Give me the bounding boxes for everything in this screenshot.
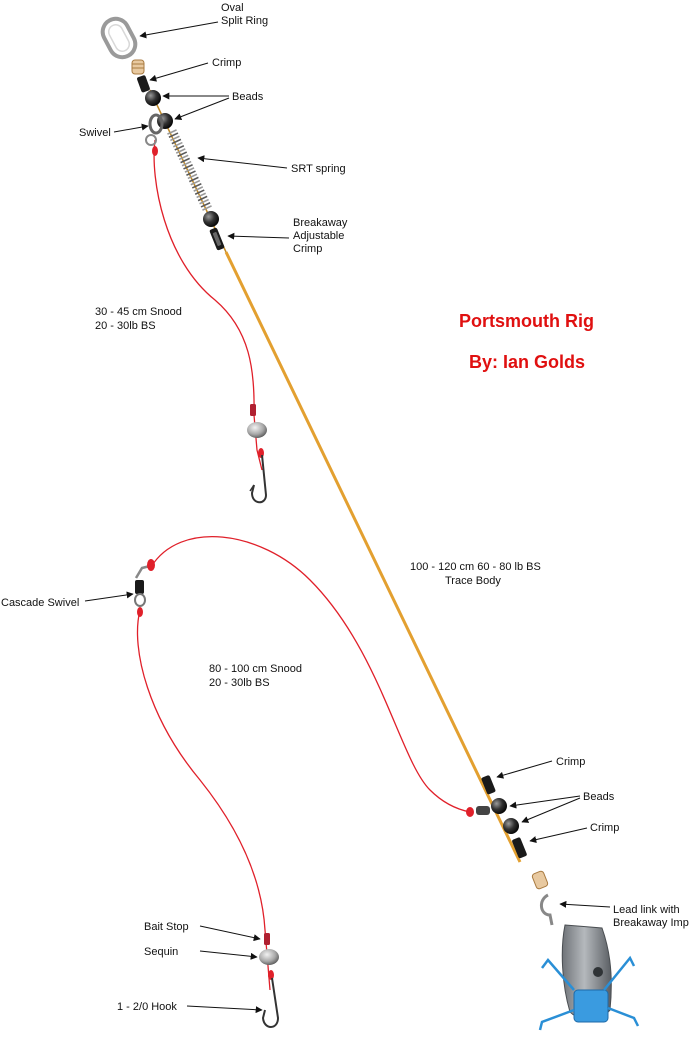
label-hook: 1 - 2/0 Hook bbox=[117, 1001, 177, 1013]
title-line-2: By: Ian Golds bbox=[469, 352, 585, 372]
spring-coil bbox=[175, 148, 186, 154]
spring-coil bbox=[172, 141, 183, 148]
spring-coil bbox=[191, 183, 202, 189]
spring-coil bbox=[194, 189, 205, 195]
sequin-lower bbox=[259, 949, 279, 965]
spring-coil bbox=[200, 202, 211, 208]
spring-coil bbox=[184, 167, 195, 173]
knot-upper bbox=[152, 146, 158, 156]
spring-coil bbox=[170, 135, 180, 142]
knot-hook-lower bbox=[268, 970, 274, 980]
crimp-lower-1 bbox=[481, 775, 496, 795]
label-breakaway-crimp: Breakaway Adjustable Crimp bbox=[293, 217, 350, 255]
spring-coil bbox=[190, 179, 201, 186]
label-oval-split-ring: Oval Split Ring bbox=[221, 2, 268, 27]
lead-link bbox=[540, 893, 554, 926]
label-snood-upper: 30 - 45 cm Snood 20 - 30lb BS bbox=[95, 306, 185, 332]
lower-snood-line bbox=[150, 536, 471, 813]
label-swivel: Swivel bbox=[79, 127, 111, 139]
spring-coil bbox=[186, 170, 196, 176]
label-beads-lower: Beads bbox=[583, 791, 615, 803]
leader-arrows bbox=[84, 21, 611, 1014]
spring-coil bbox=[199, 198, 209, 205]
crimp-lower-2 bbox=[512, 837, 527, 859]
lower-snood-hook-line bbox=[136, 609, 271, 991]
trace-body-line bbox=[224, 251, 522, 863]
breakaway-wires bbox=[538, 955, 640, 1031]
spring-coil bbox=[174, 145, 185, 151]
hook-upper bbox=[250, 454, 268, 504]
spring-coil bbox=[178, 154, 189, 161]
spring-coil bbox=[188, 176, 199, 183]
label-cascade-swivel: Cascade Swivel bbox=[1, 597, 79, 609]
sequin-upper bbox=[247, 422, 267, 438]
bait-stop-lower bbox=[264, 933, 270, 945]
spring-coil bbox=[187, 173, 198, 180]
crimp-coil-top bbox=[131, 59, 145, 75]
hook-lower bbox=[261, 977, 280, 1028]
spring-coil bbox=[196, 192, 207, 199]
crimp-top bbox=[137, 75, 150, 93]
oval-split-ring bbox=[100, 16, 138, 60]
cascade-swivel bbox=[134, 559, 155, 617]
spring-coil bbox=[180, 157, 191, 164]
spring-coil bbox=[193, 186, 204, 192]
spring-coil bbox=[171, 138, 182, 145]
bead-top-1 bbox=[145, 90, 161, 106]
title-line-1: Portsmouth Rig bbox=[459, 311, 594, 331]
bead-lower-1 bbox=[491, 798, 507, 814]
spring-coil bbox=[183, 164, 193, 170]
spring-coil bbox=[181, 160, 192, 167]
label-sequin: Sequin bbox=[144, 946, 178, 958]
lead-weight bbox=[561, 924, 612, 1023]
spring-coil bbox=[177, 151, 188, 157]
label-beads-top: Beads bbox=[232, 91, 264, 103]
spring-coil bbox=[197, 195, 208, 202]
label-snood-lower: 80 - 100 cm Snood 20 - 30lb BS bbox=[209, 663, 305, 689]
spring-coil bbox=[167, 129, 177, 135]
bait-stop-upper bbox=[250, 404, 256, 416]
label-crimp-top: Crimp bbox=[212, 57, 241, 69]
lead-link-coil bbox=[531, 870, 549, 890]
bead-breakaway bbox=[203, 211, 219, 227]
spring-coil bbox=[202, 205, 212, 211]
upper-snood-line bbox=[153, 139, 263, 471]
label-lead-link: Lead link with Breakaway Imp bbox=[613, 904, 689, 929]
bead-lower-2 bbox=[503, 818, 519, 834]
swivel bbox=[145, 113, 164, 146]
label-trace-body: 100 - 120 cm 60 - 80 lb BS Trace Body bbox=[410, 561, 544, 587]
label-bait-stop: Bait Stop bbox=[144, 921, 189, 933]
label-crimp-lower-1: Crimp bbox=[556, 756, 585, 768]
spring-coil bbox=[168, 132, 179, 138]
label-crimp-lower-2: Crimp bbox=[590, 822, 619, 834]
srt-spring bbox=[167, 129, 212, 211]
label-srt-spring: SRT spring bbox=[291, 163, 346, 175]
lower-swivel bbox=[466, 806, 490, 817]
